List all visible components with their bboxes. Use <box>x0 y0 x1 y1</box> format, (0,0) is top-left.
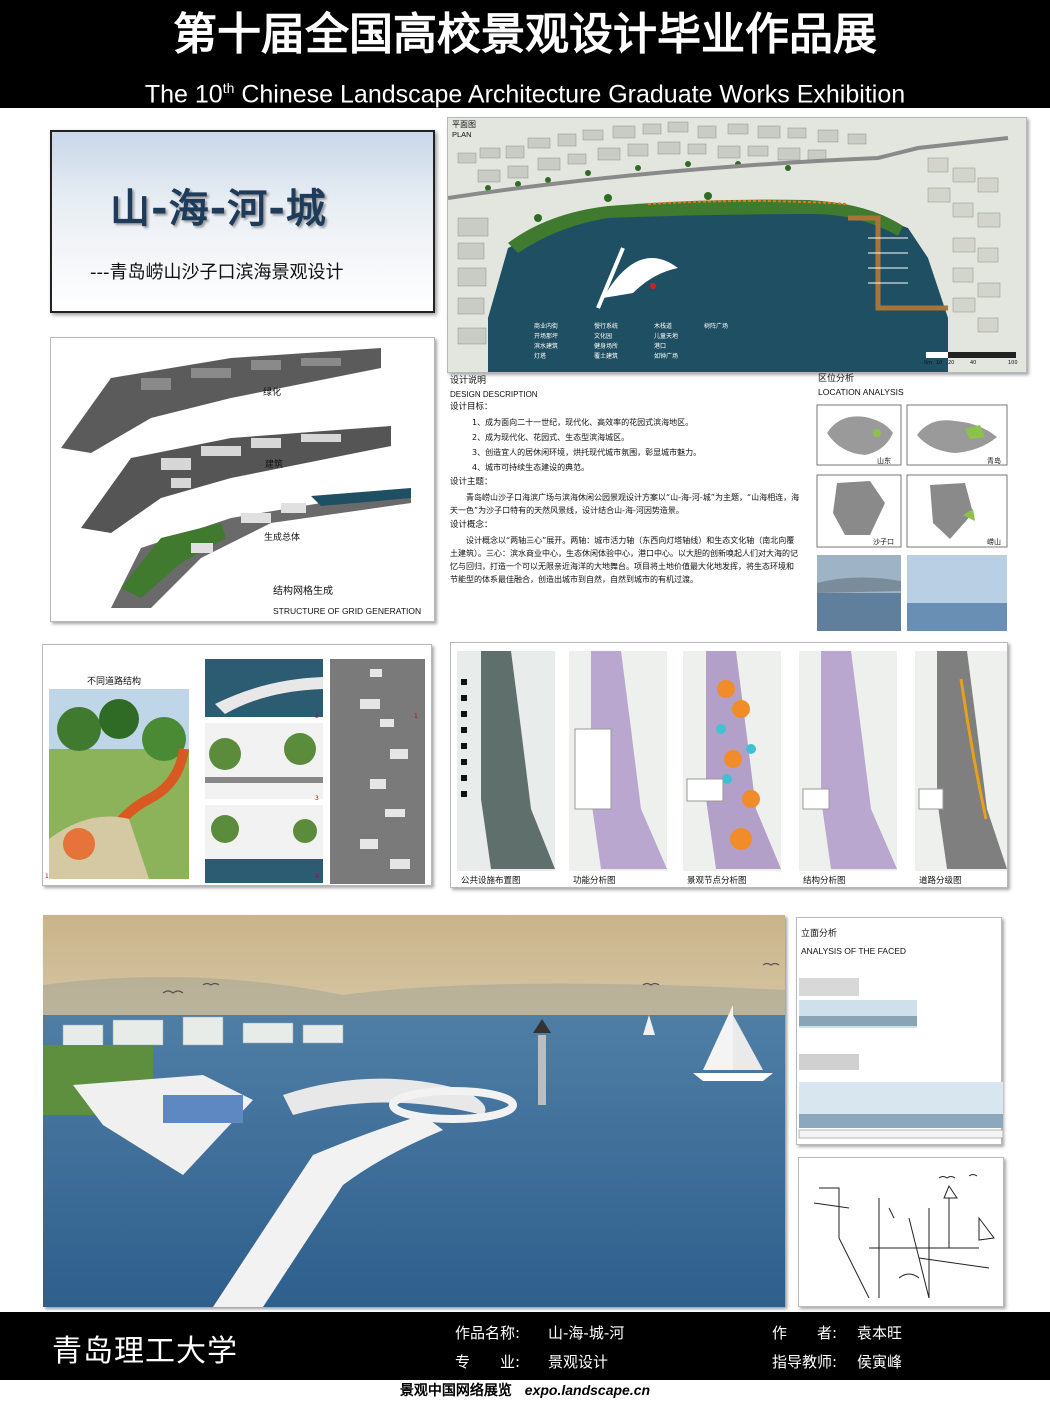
legend-item: 木栈道 <box>654 323 673 330</box>
facade-panel: 立面分析 ANALYSIS OF THE FACED <box>796 917 1003 1145</box>
legend-item: 如钟广场 <box>654 353 679 360</box>
legend-item: 健身场所 <box>594 343 619 350</box>
plan-legend: 商业内街 开场那坪 滨水建筑 灯塔 慢行系统 文化园 健身场所 覆土建筑 木栈道… <box>534 322 754 368</box>
location-analysis: 区位分析 LOCATION ANALYSIS 山东 青岛 沙子口 崂山 <box>815 373 1010 633</box>
header-bar <box>0 0 1050 108</box>
map-label: 沙子口 <box>873 538 894 546</box>
road-render <box>49 689 189 879</box>
grid-label-overall: 生成总体 <box>264 533 301 543</box>
grid-label-building: 建筑 <box>265 460 284 470</box>
school-name: 青岛理工大学 <box>52 1334 238 1369</box>
theme-title: 设计主题： <box>450 477 493 487</box>
waterfront-render <box>43 915 785 1307</box>
map-label: 青岛 <box>987 457 1001 465</box>
goal-item: 1、成为面向二十一世纪，现代化、高效率的花园式滨海地区。 <box>472 418 694 427</box>
advisor: 侯寅峰 <box>857 1353 903 1371</box>
road-number: 3 <box>315 795 319 802</box>
analysis-caption: 景观节点分析图 <box>687 876 747 886</box>
grid-layers-drawing <box>61 348 411 608</box>
plan-label-en: PLAN <box>452 130 472 139</box>
project-subtitle: ---青岛崂山沙子口滨海景观设计 <box>90 262 344 283</box>
legend-item: 树阵广场 <box>704 323 729 330</box>
grid-label-green: 绿化 <box>263 388 282 398</box>
facade-heading-cn: 立面分析 <box>801 929 838 939</box>
legend-item: 商业内街 <box>534 323 559 330</box>
title-en-prefix: The 10 <box>144 80 223 109</box>
road-plan <box>330 659 425 884</box>
map-label: 山东 <box>877 457 891 465</box>
sketch-drawing <box>798 1157 1004 1307</box>
analysis-caption: 功能分析图 <box>573 876 616 886</box>
legend-item: 儿童天地 <box>654 333 679 340</box>
location-maps <box>816 404 1008 631</box>
goals-title: 设计目标： <box>450 402 493 412</box>
design-heading-cn: 设计说明 <box>450 376 487 386</box>
work-name: 山-海-城-河 <box>548 1324 625 1342</box>
title-en-suffix: Chinese Landscape Architecture Graduate … <box>234 80 906 109</box>
grid-generation-panel: 绿化 建筑 生成总体 结构网格生成 STRUCTURE OF GRID GENE… <box>50 337 435 622</box>
scale-tick: 20 <box>948 360 955 366</box>
legend-item: 慢行系统 <box>594 323 619 330</box>
analysis-caption: 道路分级图 <box>919 876 962 886</box>
author-label: 作 者: <box>772 1324 838 1342</box>
scale-tick: 100 <box>1008 360 1018 366</box>
design-heading-en: DESIGN DESCRIPTION <box>450 390 538 399</box>
concept-title: 设计概念： <box>450 520 493 530</box>
grid-caption-en: STRUCTURE OF GRID GENERATION <box>273 606 422 616</box>
plan-label-cn: 平面图 <box>452 120 476 129</box>
project-title: 山-海-河-城 <box>110 186 327 232</box>
facade-elevations <box>798 978 1003 1139</box>
concept-text: 设计概念以“两轴三心”展开。两轴：城市活力轴（东西向灯塔轴线）和生态文化轴（南北… <box>450 536 798 584</box>
goal-item: 2、成为现代化、花园式、生态型滨海城区。 <box>472 433 630 442</box>
design-description: 设计说明 DESIGN DESCRIPTION 设计目标： 1、成为面向二十一世… <box>450 375 800 630</box>
road-number: 2 <box>315 713 319 720</box>
analysis-diagrams <box>457 651 1007 871</box>
advisor-label: 指导教师: <box>772 1353 838 1371</box>
scale-tick: 0m <box>924 360 933 366</box>
location-heading-cn: 区位分析 <box>818 374 855 384</box>
scale-tick: 10 <box>936 360 943 366</box>
grid-caption-cn: 结构网格生成 <box>273 586 333 597</box>
footer-bar: 青岛理工大学 作品名称: 山-海-城-河 专 业: 景观设计 作 者: 袁本旺 … <box>0 1312 1050 1380</box>
site-plan-drawing <box>448 118 1026 372</box>
road-number: 1 <box>414 713 418 720</box>
goal-item: 4、城市可持续生态建设的典范。 <box>472 463 590 472</box>
major: 景观设计 <box>548 1353 609 1371</box>
road-details <box>205 659 323 883</box>
road-number: 4 <box>315 873 319 880</box>
legend-item: 文化园 <box>594 333 613 340</box>
expo-url[interactable]: expo.landscape.cn <box>524 1382 651 1398</box>
major-label: 专 业: <box>455 1353 521 1371</box>
analysis-caption: 公共设施布置图 <box>461 876 521 886</box>
goal-item: 3、创造宜人的居休闲环境，烘托现代城市氛围，彰显城市魅力。 <box>472 448 702 457</box>
map-label: 崂山 <box>987 538 1001 546</box>
analysis-panel: 公共设施布置图 功能分析图 景观节点分析图 结构分析图 道路分级图 <box>450 642 1008 888</box>
exhibition-title-en: The 10th Chinese Landscape Architecture … <box>0 70 1050 112</box>
title-card: 山-海-河-城 ---青岛崂山沙子口滨海景观设计 <box>50 130 435 313</box>
theme-text: 青岛崂山沙子口海滨广场与滨海休闲公园景观设计方案以“山-海-河-城”为主题，“山… <box>450 493 800 515</box>
road-structure-title: 不同道路结构 <box>87 677 142 687</box>
expo-banner: 景观中国网络展览 expo.landscape.cn <box>0 1380 1050 1400</box>
work-name-label: 作品名称: <box>455 1324 521 1342</box>
location-heading-en: LOCATION ANALYSIS <box>818 387 904 397</box>
expo-name: 景观中国网络展览 <box>399 1383 512 1399</box>
legend-item: 覆土建筑 <box>594 353 619 360</box>
analysis-caption: 结构分析图 <box>803 876 846 886</box>
author: 袁本旺 <box>857 1324 903 1342</box>
legend-item: 开场那坪 <box>534 333 559 340</box>
title-en-sup: th <box>222 80 235 96</box>
legend-item: 滨水建筑 <box>534 343 559 350</box>
exhibition-title-cn: 第十届全国高校景观设计毕业作品展 <box>173 9 877 60</box>
legend-item: 灯塔 <box>534 353 547 360</box>
road-number: 1 <box>45 873 49 880</box>
scale-tick: 40 <box>970 360 977 366</box>
legend-item: 港口 <box>654 343 667 350</box>
road-structure-panel: 不同道路结构 1 2 3 4 1 <box>42 644 432 886</box>
facade-heading-en: ANALYSIS OF THE FACED <box>801 946 907 956</box>
plan-panel: 平面图 PLAN 商业内街 开场那坪 滨水建筑 灯塔 慢行系统 文化园 健身场所… <box>447 117 1027 373</box>
